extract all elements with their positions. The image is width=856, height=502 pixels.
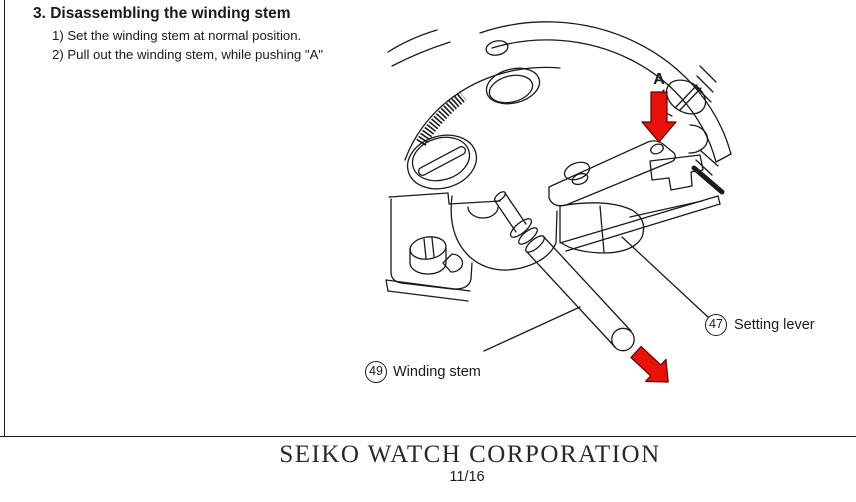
footer-divider xyxy=(0,436,856,437)
step-1: 1) Set the winding stem at normal positi… xyxy=(52,28,302,43)
jewel-holes xyxy=(485,40,541,105)
plate-outline xyxy=(387,21,732,163)
keyless-works xyxy=(409,195,558,275)
winding-stem-drawing xyxy=(494,191,635,352)
crown-screw xyxy=(659,65,717,154)
callout-leader-lines xyxy=(483,236,710,352)
section-heading: 3. Disassembling the winding stem xyxy=(33,5,291,22)
callout-label-setting-lever: Setting lever xyxy=(734,317,815,333)
page-number: 11/16 xyxy=(449,469,485,485)
pull-stem-arrow xyxy=(630,345,669,383)
page-left-border xyxy=(4,0,5,437)
company-name: SEIKO WATCH CORPORATION xyxy=(279,441,661,468)
callout-number-49: 49 xyxy=(365,361,387,383)
step-2: 2) Pull out the winding stem, while push… xyxy=(52,47,324,62)
callout-number-47: 47 xyxy=(705,314,727,336)
setting-lever-drawing xyxy=(548,140,725,254)
gear-teeth-band xyxy=(416,91,467,146)
push-point-a-arrow xyxy=(641,91,677,143)
point-a-label: A xyxy=(653,71,665,88)
ratchet-screw xyxy=(406,134,478,190)
callout-label-winding-stem: Winding stem xyxy=(393,364,481,380)
